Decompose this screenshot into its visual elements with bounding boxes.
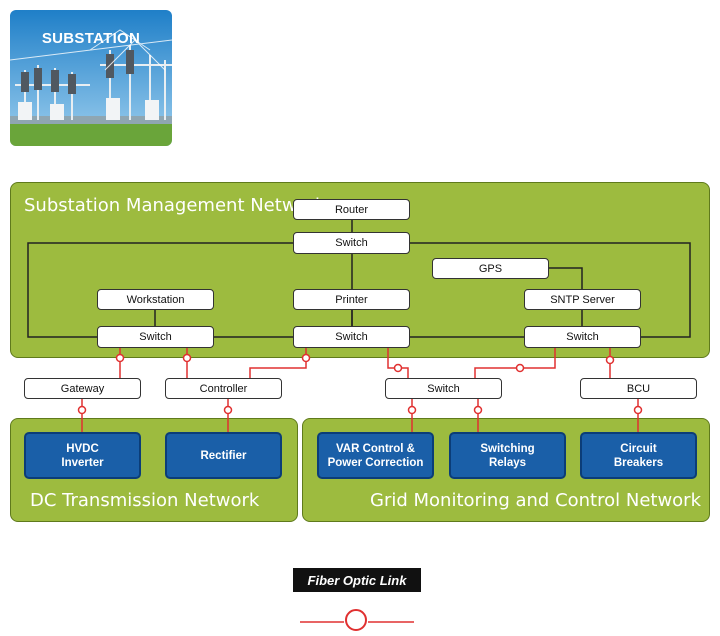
switch-left-node: Switch [97,326,214,348]
printer-node: Printer [293,289,410,310]
connector [515,363,525,373]
legend-connector-symbol [345,609,367,631]
switching-relays-device: Switching Relays [449,432,566,479]
ethernet-links [27,220,691,338]
substation-illustration [10,10,172,146]
connector [182,353,192,363]
fiber-switch-fieldswitch [387,348,409,378]
hvdc-inverter-device: HVDC Inverter [24,432,141,479]
connector [407,405,417,415]
bcu-node: BCU [580,378,697,399]
fiber-right-fieldswitch [474,348,556,378]
grid-network-title: Grid Monitoring and Control Network [370,490,702,511]
link-core-right-loop [410,242,691,338]
connector [301,353,311,363]
controller-node: Controller [165,378,282,399]
connector [393,363,403,373]
substation-photo: SUBSTATION [10,10,172,146]
rectifier-device: Rectifier [165,432,282,479]
fiber-switch-controller-2 [249,348,307,378]
field-switch-node: Switch [385,378,502,399]
gps-node: GPS [432,258,549,279]
switch-center-node: Switch [293,326,410,348]
gateway-node: Gateway [24,378,141,399]
link-gps-sntp [548,267,583,289]
dc-network-title: DC Transmission Network [30,490,260,511]
connector [473,405,483,415]
workstation-node: Workstation [97,289,214,310]
connector [605,355,615,365]
connector [115,353,125,363]
var-control-device: VAR Control & Power Correction [317,432,434,479]
connector [633,405,643,415]
core-switch-node: Switch [293,232,410,254]
sntp-server-node: SNTP Server [524,289,641,310]
circuit-breakers-device: Circuit Breakers [580,432,697,479]
switch-right-node: Switch [524,326,641,348]
router-node: Router [293,199,410,220]
fiber-connectors [77,353,643,631]
connector [77,405,87,415]
management-network-title: Substation Management Network [24,195,326,216]
photo-title: SUBSTATION [41,30,141,47]
connector [223,405,233,415]
link-core-left-loop [27,242,293,338]
legend-fiber-label: Fiber Optic Link [293,568,421,592]
